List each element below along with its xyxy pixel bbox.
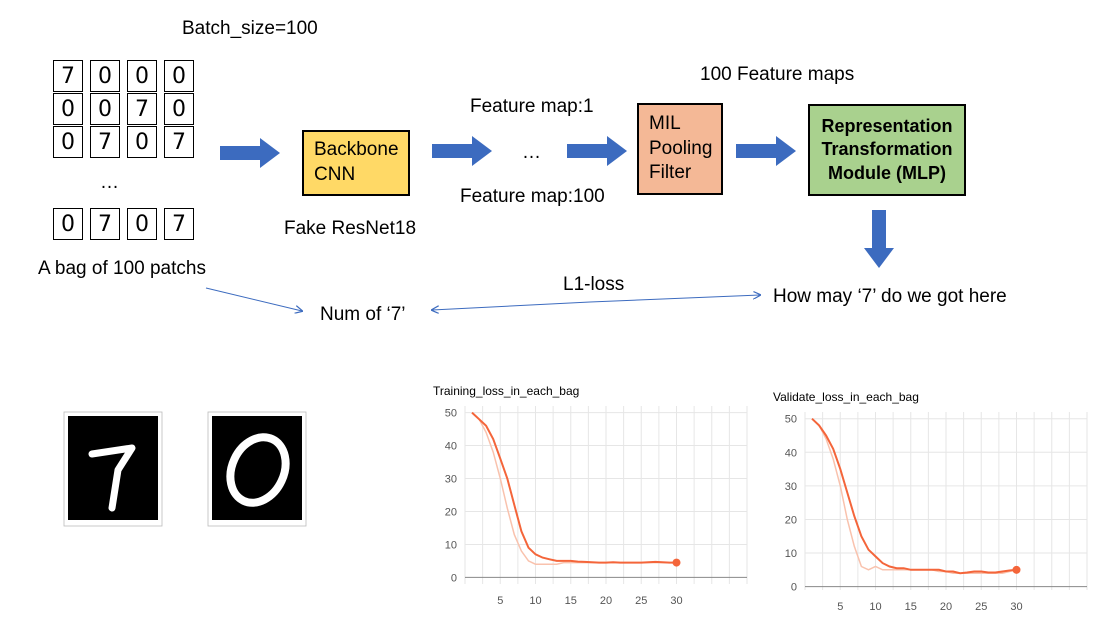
y-tick-label: 40 (785, 447, 797, 459)
x-tick-label: 30 (1010, 601, 1022, 613)
digit-zero-image (202, 408, 312, 541)
mil-pooling-filter-box: MIL Pooling Filter (637, 103, 723, 195)
bag-patch-cell: 0 (164, 93, 194, 125)
rtm-line-1: Representation (821, 115, 953, 136)
backbone-cnn-box: Backbone CNN (302, 130, 410, 196)
backbone-line-1: Backbone (314, 139, 399, 161)
y-tick-label: 30 (785, 481, 797, 493)
feature-map-last: Feature map:100 (460, 186, 605, 207)
bag-ellipsis: … (100, 172, 119, 193)
rtm-line-2: Transformation (821, 139, 953, 160)
bag-patch-cell: 0 (90, 93, 120, 125)
mil-line-2: Pooling (649, 137, 713, 159)
y-tick-label: 20 (445, 506, 457, 518)
x-tick-label: 10 (529, 595, 541, 607)
smoothed-loss-line (811, 417, 1017, 575)
training-loss-plot: 0 10 20 30 40 50 5 10 15 20 25 30 (445, 406, 748, 607)
rtm-line-3: Module (MLP) (828, 162, 946, 183)
raw-loss-line (471, 412, 677, 565)
representation-transformation-box: Representation Transformation Module (ML… (808, 104, 966, 196)
bag-patch-cell: 7 (53, 60, 83, 92)
bag-patch-cell: 0 (90, 60, 120, 92)
bag-caption: A bag of 100 patchs (38, 258, 206, 279)
x-tick-label: 5 (837, 601, 843, 613)
bag-patch-cell: 0 (164, 60, 194, 92)
batch-size-label: Batch_size=100 (182, 18, 318, 39)
bag-patch-cell: 0 (127, 60, 157, 92)
y-tick-label: 10 (785, 548, 797, 560)
loss-label: L1-loss (563, 274, 625, 295)
arrow-backbone-to-features (432, 136, 494, 166)
l1-loss-line-right (589, 295, 760, 303)
arrow-features-to-mil (567, 136, 629, 166)
mil-line-1: MIL (649, 112, 681, 134)
validate-loss-chart: Validate_loss_in_each_bag 0 10 20 30 40 50 5 10… (765, 388, 1100, 620)
bag-patch-cell: 0 (127, 208, 157, 240)
bag-patch-cell: 7 (90, 208, 120, 240)
feature-map-first: Feature map:1 (470, 96, 594, 117)
x-tick-label: 15 (905, 601, 917, 613)
backbone-caption: Fake ResNet18 (284, 218, 417, 239)
y-tick-label: 20 (785, 514, 797, 526)
y-tick-label: 40 (445, 441, 457, 453)
bag-patch-cell: 0 (53, 126, 83, 158)
raw-loss-line (811, 418, 1017, 574)
feature-map-ellipsis: … (522, 142, 541, 163)
backbone-line-2: CNN (314, 164, 356, 185)
arrow-mil-to-rtm (736, 136, 798, 166)
bag-patch-cell: 7 (164, 208, 194, 240)
arrow-rtm-to-output (864, 210, 894, 270)
bag-patch-cell: 7 (127, 93, 157, 125)
bag-patch-cell: 7 (90, 126, 120, 158)
output-label: How may ‘7’ do we got here (773, 286, 1007, 307)
x-tick-label: 30 (670, 595, 682, 607)
arrow-bag-to-backbone (220, 138, 282, 168)
y-tick-label: 50 (445, 408, 457, 420)
y-tick-label: 10 (445, 539, 457, 551)
digit-seven-image (58, 408, 168, 541)
bag-patch-cell: 0 (53, 93, 83, 125)
smoothed-loss-line (471, 411, 677, 564)
bag-patch-cell: 0 (53, 208, 83, 240)
x-tick-label: 25 (975, 601, 987, 613)
caption-to-num-line (205, 287, 302, 311)
bag-patch-cell: 7 (164, 126, 194, 158)
validate-loss-plot: 0 10 20 30 40 50 5 10 15 20 25 30 (785, 412, 1088, 613)
x-tick-label: 20 (940, 601, 952, 613)
training-chart-title: Training_loss_in_each_bag (433, 384, 580, 398)
feature-maps-count: 100 Feature maps (700, 64, 855, 85)
bag-patch-cell: 0 (127, 126, 157, 158)
validate-chart-title: Validate_loss_in_each_bag (773, 390, 919, 404)
x-tick-label: 15 (565, 595, 577, 607)
last-point-marker (1012, 565, 1021, 574)
l1-loss-line-left (432, 301, 591, 310)
y-tick-label: 0 (451, 572, 457, 584)
y-tick-label: 30 (445, 474, 457, 486)
last-point-marker (672, 558, 681, 567)
x-tick-label: 20 (600, 595, 612, 607)
x-tick-label: 10 (869, 601, 881, 613)
y-tick-label: 50 (785, 414, 797, 426)
x-tick-label: 5 (497, 595, 503, 607)
y-tick-label: 0 (791, 582, 797, 594)
num-label: Num of ‘7’ (320, 304, 406, 325)
x-tick-label: 25 (635, 595, 647, 607)
training-loss-chart: Training_loss_in_each_bag 0 10 20 30 40 50 5 10… (425, 382, 760, 614)
mil-line-3: Filter (649, 162, 692, 184)
